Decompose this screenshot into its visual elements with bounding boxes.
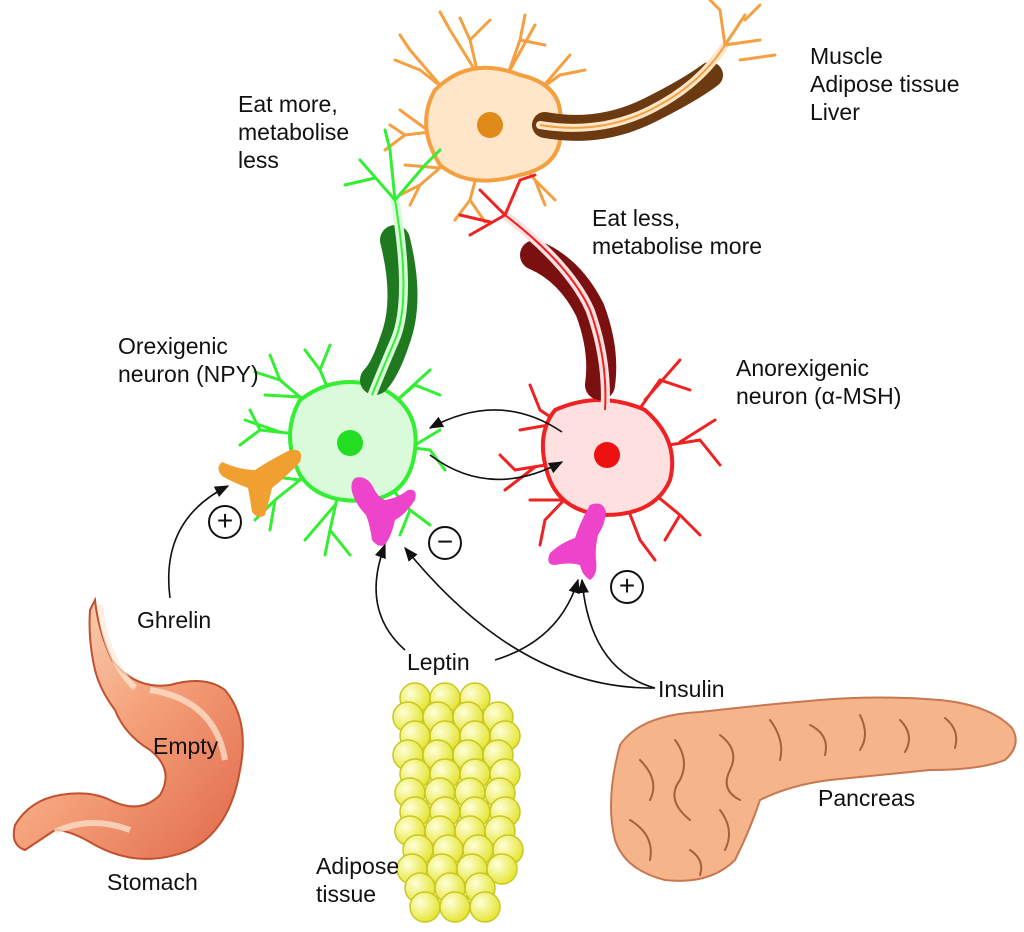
- pancreas-label: Pancreas: [818, 785, 916, 811]
- anorexigenic-nucleus: [594, 442, 620, 468]
- adipose-tissue: [392, 682, 524, 923]
- adipose-tissue-target-label: Adipose tissue: [810, 71, 960, 97]
- signal-arrows: [167, 409, 656, 689]
- effector-neuron: [383, 0, 777, 224]
- ghrelin-label: Ghrelin: [137, 607, 212, 633]
- leptin-label: Leptin: [407, 649, 470, 675]
- eat-less-label: Eat less, metabolise more: [592, 205, 763, 259]
- anorexigenic-to-orexigenic-arrow: [428, 409, 563, 433]
- insulin-label: Insulin: [658, 676, 725, 702]
- anorexigenic-neuron: [458, 173, 722, 562]
- target-organs-label: Muscle Adipose tissue Liver: [810, 42, 960, 126]
- empty-label: Empty: [153, 733, 219, 759]
- liver-label: Liver: [810, 99, 860, 125]
- effector-axon-terminals: [708, 0, 777, 62]
- ghrelin-arrow: [167, 485, 230, 599]
- receptor-anorexigenic: [548, 503, 606, 580]
- anorexigenic-neuron-label: Anorexigenic neuron (α-MSH): [736, 355, 902, 409]
- stomach-label: Stomach: [107, 869, 198, 895]
- effector-nucleus: [477, 112, 503, 138]
- anorexigenic-stimulation-sign: +: [610, 570, 644, 604]
- leptin-inhibition-sign: −: [428, 526, 462, 560]
- orexigenic-nucleus: [337, 430, 363, 456]
- orexigenic-neuron-label: Orexigenic neuron (NPY): [118, 333, 259, 387]
- eat-more-label: Eat more, metabolise less: [238, 91, 350, 173]
- orexigenic-neuron: [238, 128, 447, 557]
- fat-cell: [469, 891, 501, 923]
- fat-cell: [439, 891, 471, 923]
- fat-cell: [409, 891, 441, 923]
- adipose-tissue-label: Adipose tissue: [316, 853, 400, 907]
- anorexigenic-axon-terminals: [458, 173, 537, 237]
- ghrelin-stimulation-sign: +: [208, 505, 242, 539]
- stomach: [12, 596, 244, 860]
- insulin-to-anorexigenic-arrow: [577, 578, 656, 689]
- insulin-to-orexigenic-arrow: [404, 546, 656, 689]
- pancreas: [610, 696, 1017, 882]
- fat-cell: [486, 853, 518, 885]
- orexigenic-to-anorexigenic-arrow: [429, 454, 564, 481]
- orexigenic-axon-terminals: [343, 128, 442, 202]
- leptin-to-orexigenic-arrow: [374, 543, 406, 651]
- muscle-label: Muscle: [810, 43, 883, 69]
- leptin-receptor-orexigenic: [351, 477, 416, 546]
- leptin-to-anorexigenic-arrow: [494, 578, 580, 661]
- ghrelin-receptor: [218, 449, 302, 517]
